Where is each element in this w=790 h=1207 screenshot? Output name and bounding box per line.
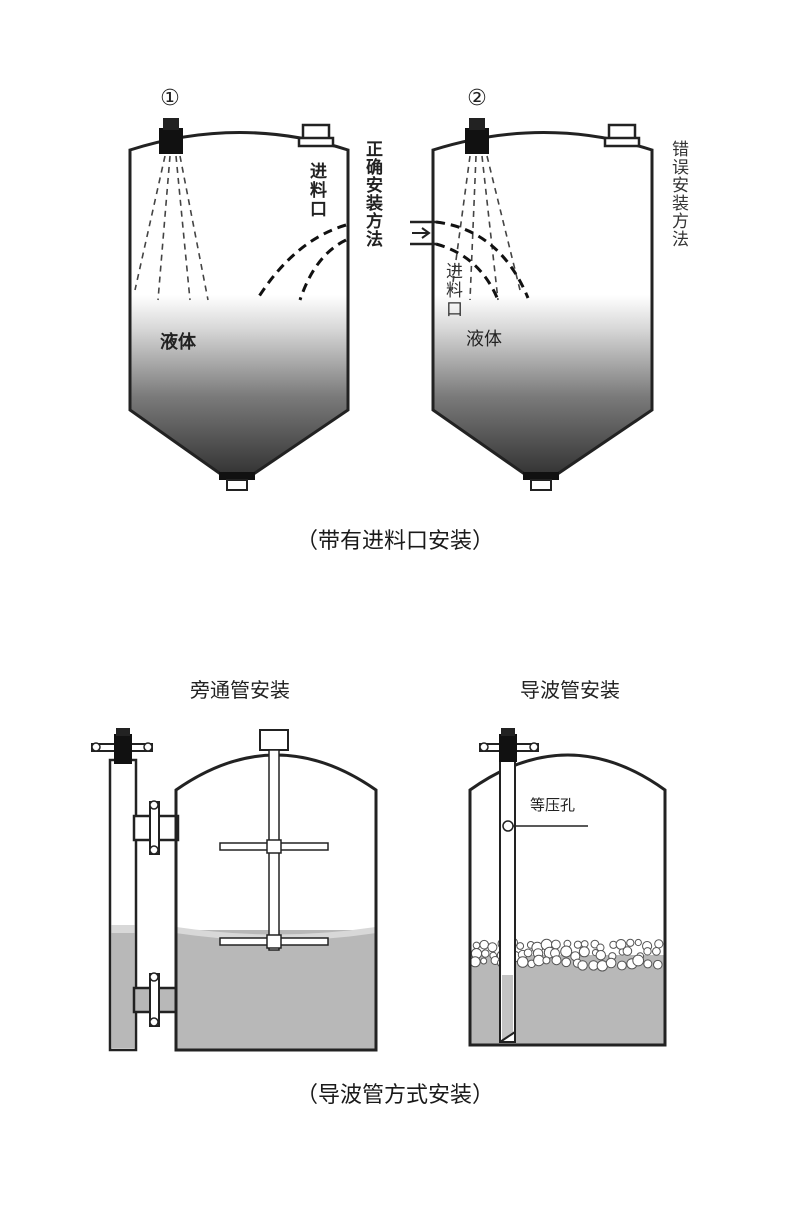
caption-top: （带有进料口安装） <box>296 529 494 554</box>
foam-bubble <box>480 957 488 965</box>
foam-bubble <box>573 940 583 949</box>
foam-bubble <box>472 941 481 950</box>
foam-bubble <box>653 959 663 970</box>
agitator-motor <box>259 729 289 751</box>
foam-bubble <box>622 946 633 956</box>
bypass-title: 旁通管安装 <box>190 678 290 702</box>
radar-sensor <box>499 734 517 762</box>
inlet-label: 进料口 <box>306 162 327 219</box>
foam-bubble <box>595 950 606 961</box>
marker-2: ② <box>467 86 487 111</box>
foam-bubble <box>516 942 525 950</box>
foam-bubble <box>652 947 661 956</box>
foam-bubble <box>643 959 653 969</box>
tank-outline <box>468 753 667 1047</box>
radar-sensor <box>465 128 489 154</box>
side-inlet-pipe <box>410 220 436 246</box>
caption-bottom: （导波管方式安装） <box>296 1083 494 1108</box>
foam-bubble <box>560 945 573 958</box>
liquid-label: 液体 <box>466 329 502 350</box>
foam-bubble <box>654 939 664 949</box>
foam-bubble <box>481 949 490 958</box>
foam-bubble <box>561 957 572 968</box>
inlet-label: 进料口 <box>442 262 463 319</box>
bypass-installation: 旁通管安装 <box>91 678 378 1052</box>
foam-bubble <box>632 954 645 967</box>
liquid-label: 液体 <box>160 331 197 353</box>
foam-bubble <box>605 957 617 969</box>
radar-beam <box>451 155 521 301</box>
foam-bubble <box>634 938 642 947</box>
foam-bubble <box>487 942 498 953</box>
inlet-arrow <box>412 227 431 239</box>
outlet-flange <box>523 472 559 480</box>
foam-bubble <box>577 960 588 971</box>
inlet-flow <box>435 220 530 299</box>
bypass-liquid <box>111 925 135 1048</box>
radar-sensor <box>159 128 183 154</box>
foam-bubble <box>516 956 529 968</box>
foam-bubble <box>479 939 490 950</box>
liquid-fill <box>433 295 652 475</box>
guide-wave-installation: 导波管安装 等压孔 <box>468 678 667 1047</box>
pressure-hole <box>502 820 514 832</box>
foam-bubble <box>542 956 551 965</box>
foam-bubble <box>551 955 562 966</box>
side-note-correct: 正确安装方法 <box>362 140 384 248</box>
tank-correct: ① 进料口 液体 正确安装方法 <box>128 86 384 491</box>
hole-label: 等压孔 <box>530 796 575 814</box>
foam-bubble <box>551 939 561 950</box>
marker-1: ① <box>160 86 180 111</box>
foam-bubble <box>523 948 533 958</box>
liquid-fill <box>130 295 348 475</box>
outlet-flange <box>219 472 255 480</box>
guide-title: 导波管安装 <box>520 678 620 702</box>
foam-bubble <box>643 947 652 956</box>
tank-wrong: ② 进料口 液体 错误安装方法 <box>410 86 689 491</box>
inlet-flow <box>256 223 347 299</box>
radar-sensor <box>114 734 132 764</box>
foam-bubble <box>578 946 590 958</box>
foam-bubble <box>617 960 627 971</box>
tank-outline <box>174 753 378 1052</box>
radar-beam <box>134 155 209 301</box>
side-note-wrong: 错误安装方法 <box>668 140 689 248</box>
foam-bubble <box>626 938 635 947</box>
foam-bubble <box>469 956 481 968</box>
